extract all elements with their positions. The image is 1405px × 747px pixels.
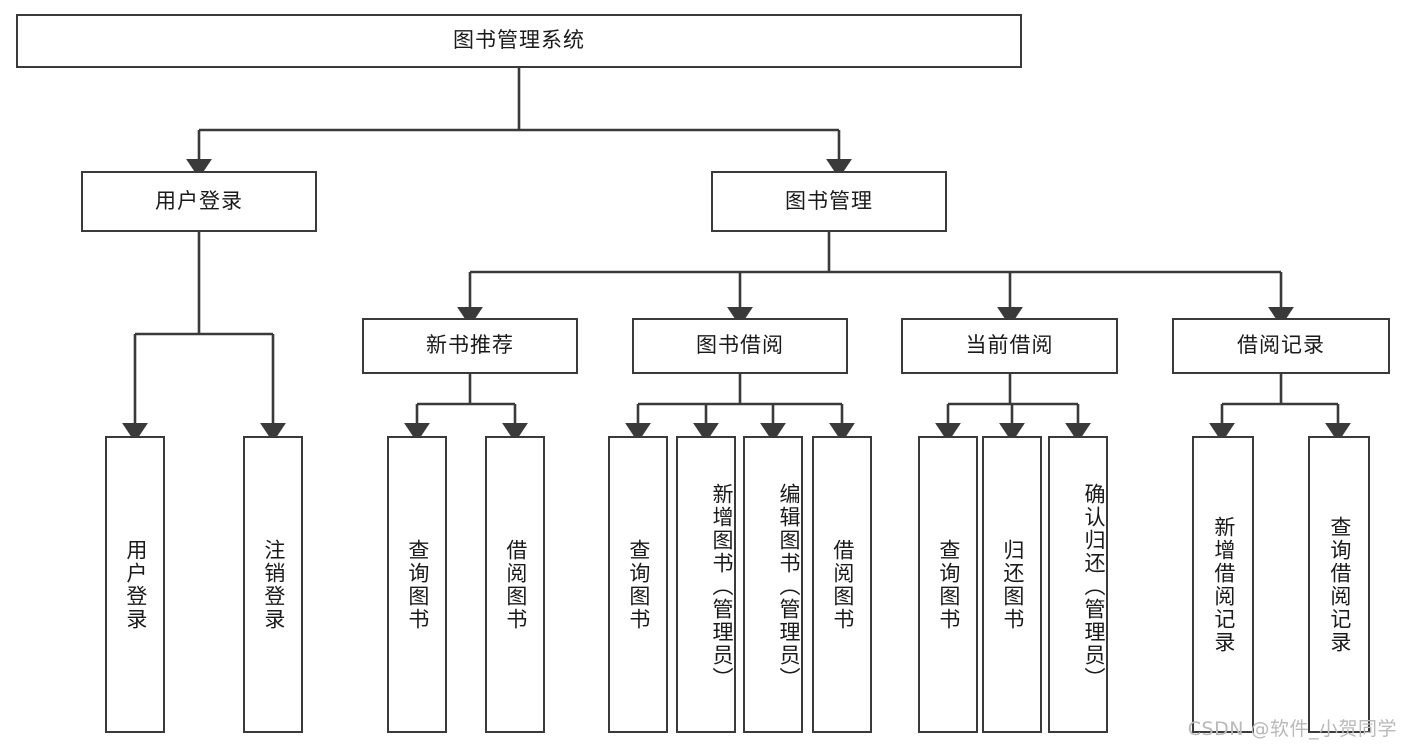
node-leaf-confirm-return[interactable]: 确认归还（管理员） (1048, 436, 1108, 733)
node-new-book-recommend[interactable]: 新书推荐 (362, 318, 578, 374)
node-book-borrow[interactable]: 图书借阅 (632, 318, 848, 374)
node-leaf-query-book-2[interactable]: 查询图书 (608, 436, 668, 733)
node-borrow-record-label: 借阅记录 (1237, 333, 1325, 358)
node-leaf-add-record-label: 新增借阅记录 (1211, 515, 1236, 654)
node-root[interactable]: 图书管理系统 (16, 14, 1022, 68)
node-leaf-user-logout-label: 注销登录 (261, 538, 286, 631)
node-leaf-query-record[interactable]: 查询借阅记录 (1308, 436, 1370, 733)
csdn-watermark: CSDN @软件_小贺同学 (1187, 718, 1397, 740)
node-leaf-return-book[interactable]: 归还图书 (982, 436, 1042, 733)
node-leaf-edit-book[interactable]: 编辑图书（管理员） (743, 436, 803, 733)
node-leaf-query-book-3[interactable]: 查询图书 (918, 436, 978, 733)
node-leaf-borrow-book-2[interactable]: 借阅图书 (812, 436, 872, 733)
node-leaf-query-book-2-label: 查询图书 (626, 538, 651, 631)
node-leaf-borrow-book-1-label: 借阅图书 (503, 538, 528, 631)
node-leaf-borrow-book-1[interactable]: 借阅图书 (485, 436, 545, 733)
node-leaf-query-book-1[interactable]: 查询图书 (387, 436, 447, 733)
node-leaf-user-login[interactable]: 用户登录 (105, 436, 165, 733)
node-new-book-recommend-label: 新书推荐 (426, 333, 514, 358)
node-book-borrow-label: 图书借阅 (696, 333, 784, 358)
node-leaf-add-book[interactable]: 新增图书（管理员） (676, 436, 736, 733)
node-leaf-edit-book-label: 编辑图书（管理员） (777, 483, 801, 690)
node-leaf-query-record-label: 查询借阅记录 (1327, 515, 1352, 654)
node-leaf-query-book-1-label: 查询图书 (405, 538, 430, 631)
node-user-login[interactable]: 用户登录 (81, 171, 317, 232)
node-leaf-query-book-3-label: 查询图书 (936, 538, 961, 631)
node-borrow-record[interactable]: 借阅记录 (1172, 318, 1390, 374)
node-root-label: 图书管理系统 (453, 28, 585, 53)
node-leaf-add-record[interactable]: 新增借阅记录 (1192, 436, 1254, 733)
node-leaf-borrow-book-2-label: 借阅图书 (830, 538, 855, 631)
node-leaf-user-login-label: 用户登录 (123, 538, 148, 631)
node-leaf-user-logout[interactable]: 注销登录 (243, 436, 303, 733)
node-current-borrow-label: 当前借阅 (965, 333, 1054, 358)
node-leaf-add-book-label: 新增图书（管理员） (710, 483, 734, 690)
node-current-borrow[interactable]: 当前借阅 (901, 318, 1118, 374)
node-user-login-label: 用户登录 (155, 188, 243, 213)
node-leaf-return-book-label: 归还图书 (1000, 538, 1025, 631)
node-book-manage[interactable]: 图书管理 (711, 171, 947, 232)
node-leaf-confirm-return-label: 确认归还（管理员） (1082, 483, 1106, 690)
node-book-manage-label: 图书管理 (785, 188, 873, 213)
